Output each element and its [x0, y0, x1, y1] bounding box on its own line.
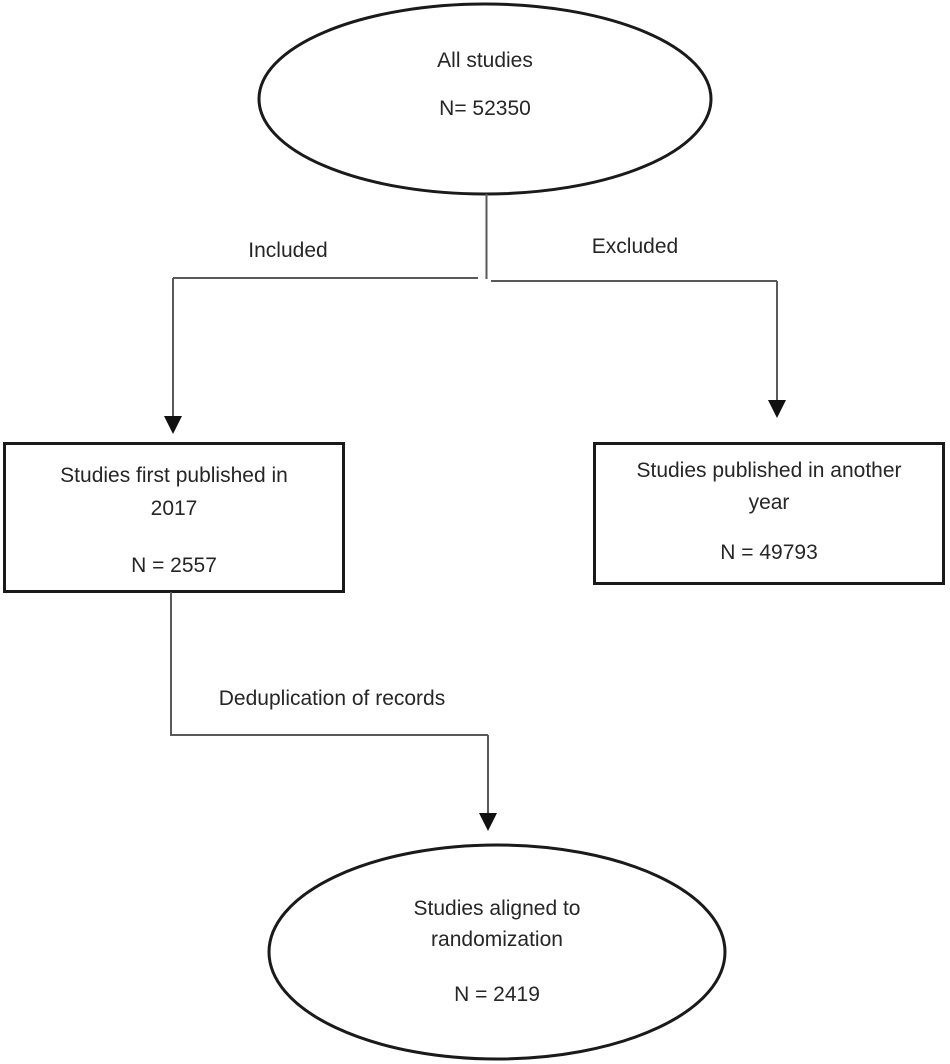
bottom-ellipse-count: N = 2419 [454, 983, 540, 1006]
left-box-count: N = 2557 [131, 554, 217, 577]
left-box-shape [3, 442, 345, 593]
edge-label-included: Included [248, 239, 328, 262]
right-box-shape [593, 442, 945, 585]
left-box-line1: Studies first published in [60, 464, 288, 487]
right-box-label: Studies published in another year N = 49… [594, 455, 944, 569]
left-box-line2: 2017 [150, 497, 198, 520]
right-box-line1: Studies published in another [636, 459, 902, 482]
top-ellipse-label: All studies N= 52350 [325, 48, 645, 122]
right-box-count: N = 49793 [720, 541, 818, 564]
bottom-ellipse-line2: randomization [431, 928, 563, 951]
top-ellipse-shape [257, 2, 713, 196]
top-ellipse-count: N= 52350 [439, 97, 531, 120]
arrowhead-excluded [768, 400, 786, 418]
bottom-ellipse-shape [267, 843, 727, 1061]
arrowhead-bottom [479, 813, 497, 831]
edge-label-excluded: Excluded [591, 235, 679, 258]
arrowhead-included [164, 416, 182, 434]
right-box-line2: year [748, 491, 790, 514]
edge-label-dedup: Deduplication of records [218, 687, 446, 710]
bottom-ellipse-label: Studies aligned to randomization N = 241… [337, 893, 657, 1010]
bottom-ellipse-line1: Studies aligned to [413, 897, 581, 920]
left-box-label: Studies first published in 2017 N = 2557 [4, 459, 344, 582]
top-ellipse-title: All studies [437, 49, 533, 72]
